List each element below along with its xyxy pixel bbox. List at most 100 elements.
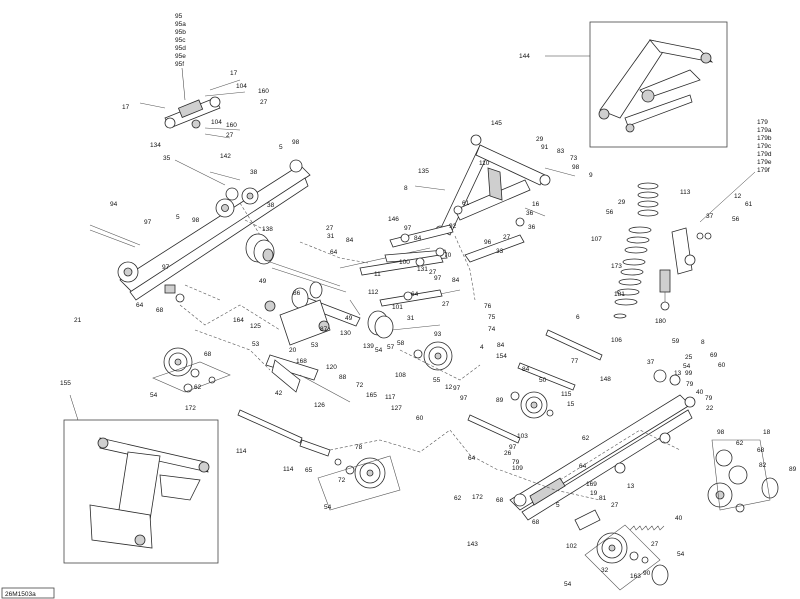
callout-130: 130 bbox=[340, 330, 351, 337]
callout-29: 29 bbox=[618, 199, 626, 206]
callout-106: 106 bbox=[611, 337, 622, 344]
callout-114: 114 bbox=[283, 466, 294, 473]
callout-127: 127 bbox=[391, 405, 402, 412]
callout-144: 144 bbox=[519, 53, 530, 60]
callout-115: 115 bbox=[561, 391, 572, 398]
center-shaft-assembly bbox=[264, 281, 361, 403]
callout-97: 97 bbox=[460, 395, 468, 402]
callout-64: 64 bbox=[579, 463, 587, 470]
callout-104: 104 bbox=[211, 119, 222, 126]
callout-54: 54 bbox=[677, 551, 685, 558]
callout-112: 112 bbox=[368, 289, 379, 296]
callout-135: 135 bbox=[418, 168, 429, 175]
shock-179-group: 179 179a 179b 179c 179d 179e 179f bbox=[613, 119, 772, 319]
callout-13: 13 bbox=[627, 483, 635, 490]
callout-95e: 95e bbox=[175, 53, 186, 60]
callout-89: 89 bbox=[496, 397, 504, 404]
callout-84: 84 bbox=[522, 366, 530, 373]
callout-146: 146 bbox=[388, 216, 399, 223]
callout-64: 64 bbox=[468, 455, 476, 462]
left-rail-assembly bbox=[89, 159, 311, 303]
callout-97: 97 bbox=[509, 444, 517, 451]
callout-60: 60 bbox=[718, 362, 726, 369]
callout-54: 54 bbox=[150, 392, 158, 399]
callout-25: 25 bbox=[685, 354, 693, 361]
callout-179d: 179d bbox=[757, 151, 772, 158]
callout-62: 62 bbox=[0, 0, 8, 2]
callout-96: 96 bbox=[484, 239, 492, 246]
callout-160: 160 bbox=[258, 88, 269, 95]
callout-142: 142 bbox=[220, 153, 231, 160]
callout-102: 102 bbox=[566, 543, 577, 550]
callout-97: 97 bbox=[453, 385, 461, 392]
inset-155: 155 bbox=[60, 380, 219, 564]
callout-13: 13 bbox=[674, 370, 682, 377]
callout-89: 89 bbox=[789, 466, 797, 473]
callout-27: 27 bbox=[503, 234, 511, 241]
callout-68: 68 bbox=[204, 351, 212, 358]
callout-125: 125 bbox=[250, 323, 261, 330]
callout-145: 145 bbox=[491, 120, 502, 127]
callout-54: 54 bbox=[564, 581, 572, 588]
callout-32: 32 bbox=[601, 567, 609, 574]
callout-20: 20 bbox=[289, 347, 297, 354]
spring-181-180 bbox=[613, 182, 659, 319]
callout-40: 40 bbox=[696, 389, 704, 396]
callout-49: 49 bbox=[345, 315, 353, 322]
callout-95d: 95d bbox=[175, 45, 186, 52]
callout-169: 169 bbox=[586, 481, 597, 488]
callout-56: 56 bbox=[606, 209, 614, 216]
callout-97: 97 bbox=[434, 275, 442, 282]
callout-179e: 179e bbox=[757, 159, 772, 166]
callout-54: 54 bbox=[375, 347, 383, 354]
callout-29: 29 bbox=[536, 136, 544, 143]
callout-72: 72 bbox=[338, 477, 346, 484]
callout-76: 76 bbox=[484, 303, 492, 310]
callout-4: 4 bbox=[480, 344, 484, 351]
callout-70: 70 bbox=[444, 252, 452, 259]
callout-101: 101 bbox=[392, 304, 403, 311]
torsion-spring-139 bbox=[349, 299, 441, 339]
callout-99: 99 bbox=[685, 370, 693, 377]
inset-144: 144 bbox=[519, 21, 728, 148]
callout-179c: 179c bbox=[757, 143, 772, 150]
callout-107: 107 bbox=[591, 236, 602, 243]
callout-97: 97 bbox=[144, 219, 152, 226]
callout-138: 138 bbox=[262, 226, 273, 233]
callout-95b: 95b bbox=[175, 29, 186, 36]
callout-56: 56 bbox=[732, 216, 740, 223]
callout-172: 172 bbox=[185, 405, 196, 412]
callout-84: 84 bbox=[414, 235, 422, 242]
callout-84: 84 bbox=[452, 277, 460, 284]
callout-154: 154 bbox=[496, 353, 507, 360]
callout-95: 95 bbox=[175, 13, 183, 20]
callout-143: 143 bbox=[467, 541, 478, 548]
callout-62: 62 bbox=[582, 435, 590, 442]
right-rail-assembly bbox=[509, 369, 696, 521]
callout-6: 6 bbox=[576, 314, 580, 321]
callout-90: 90 bbox=[643, 570, 651, 577]
callout-38: 38 bbox=[267, 202, 275, 209]
wheel-172-right bbox=[317, 455, 401, 511]
callout-165: 165 bbox=[366, 392, 377, 399]
callout-73: 73 bbox=[570, 155, 578, 162]
callout-5: 5 bbox=[279, 144, 283, 151]
callout-134: 134 bbox=[150, 142, 161, 149]
callout-17: 17 bbox=[230, 70, 238, 77]
callout-8: 8 bbox=[701, 339, 705, 346]
callout-180: 180 bbox=[655, 318, 666, 325]
callout-179a: 179a bbox=[757, 127, 772, 134]
callout-78: 78 bbox=[355, 444, 363, 451]
callout-83: 83 bbox=[557, 148, 565, 155]
callout-36: 36 bbox=[526, 210, 534, 217]
callout-5: 5 bbox=[176, 214, 180, 221]
wheel-85 bbox=[584, 524, 661, 591]
callout-110: 110 bbox=[479, 160, 490, 167]
wheel-89-center bbox=[510, 391, 554, 419]
callout-5: 5 bbox=[556, 502, 560, 509]
callout-173: 173 bbox=[611, 263, 622, 270]
callout-11: 11 bbox=[374, 271, 381, 278]
callout-97: 97 bbox=[162, 264, 170, 271]
callout-36: 36 bbox=[528, 224, 536, 231]
